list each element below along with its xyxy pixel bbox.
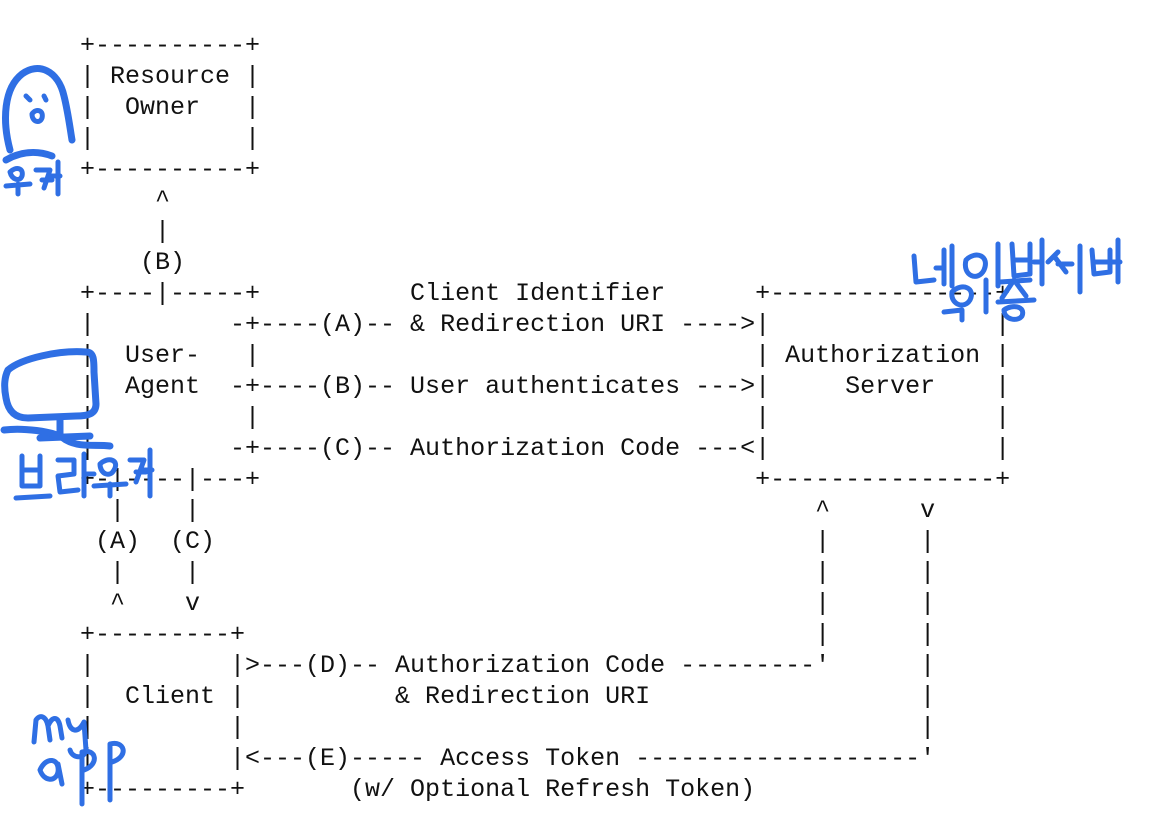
diagram-line: | Agent -+----(B)-- User authenticates -…: [50, 372, 1010, 401]
diagram-line: | -+----(A)-- & Redirection URI ---->| |: [50, 310, 1010, 339]
diagram-line: +----------+: [50, 31, 260, 60]
diagram-line: | Owner |: [50, 93, 260, 122]
diagram-line: | Client | & Redirection URI |: [50, 682, 935, 711]
diagram-line: +-|----|---+ +---------------+: [50, 465, 1010, 494]
ascii-diagram: +----------+ | Resource | | Owner | | | …: [50, 31, 1010, 804]
diagram-line: | | | |: [50, 403, 1010, 432]
diagram-line: +---------+ (w/ Optional Refresh Token): [50, 775, 755, 804]
diagram-line: | | |: [50, 713, 935, 742]
resource-owner-doodle: [2, 65, 76, 164]
diagram-line: | -+----(C)-- Authorization Code ---<| |: [50, 434, 1010, 463]
diagram-line: | | ^ v: [50, 496, 935, 525]
diagram-line: ^: [50, 186, 170, 215]
diagram-line: |: [50, 217, 170, 246]
diagram-line: | User- | | Authorization |: [50, 341, 1010, 370]
diagram-line: +----------+: [50, 155, 260, 184]
diagram-line: | |>---(D)-- Authorization Code --------…: [50, 651, 935, 680]
user-agent-doodle: [0, 348, 114, 450]
diagram-line: +----|-----+ Client Identifier +--------…: [50, 279, 1010, 308]
diagram-line: ^ v | |: [50, 589, 935, 618]
diagram-line: | |: [50, 124, 260, 153]
diagram-line: | |<---(E)----- Access Token -----------…: [50, 744, 935, 773]
user-agent-note-handwriting: [13, 447, 155, 501]
diagram-line: (A) (C) | |: [50, 527, 935, 556]
diagram-line: | Resource |: [50, 62, 260, 91]
diagram-line: | | | |: [50, 558, 935, 587]
diagram-line: (B): [50, 248, 185, 277]
diagram-line: +---------+ | |: [50, 620, 935, 649]
resource-owner-note-handwriting: [3, 159, 63, 197]
client-note-handwriting: [31, 714, 126, 807]
handwritten-annotations: [0, 65, 1123, 807]
authorization-server-note-handwriting: [911, 237, 1123, 323]
